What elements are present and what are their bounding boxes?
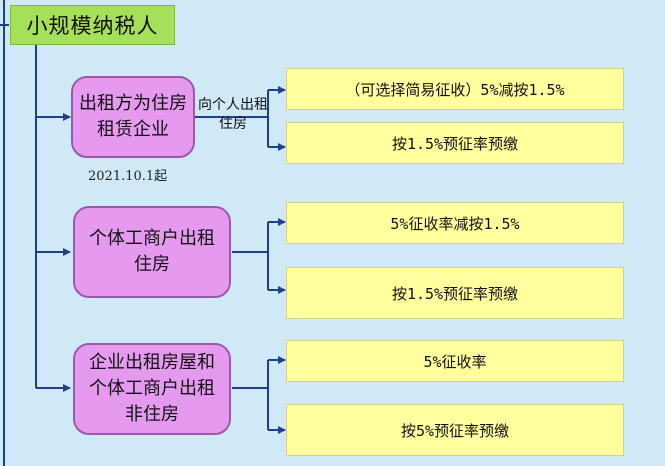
category-rental-enterprise: 出租方为住房租赁企业	[71, 76, 195, 158]
note-rent-to-individual: 向个人出租住房	[198, 97, 268, 132]
result-c2-reduced-rate: 5%征收率减按1.5%	[286, 202, 624, 244]
result-c3-levy-rate: 5%征收率	[286, 340, 624, 382]
category-individual-business-housing: 个体工商户出租住房	[73, 206, 231, 298]
result-c3-prepay-rate: 按5%预征率预缴	[286, 404, 624, 456]
result-c1-prepay-rate: 按1.5%预征率预缴	[286, 122, 624, 164]
category-enterprise-nonresidential: 企业出租房屋和个体工商户出租非住房	[73, 343, 231, 435]
effective-date: 2021.10.1起	[88, 169, 168, 184]
result-c1-simplified-levy: （可选择简易征收）5%减按1.5%	[286, 68, 624, 110]
result-c2-prepay-rate: 按1.5%预征率预缴	[286, 267, 624, 319]
taxpayer-title: 小规模纳税人	[10, 5, 175, 45]
